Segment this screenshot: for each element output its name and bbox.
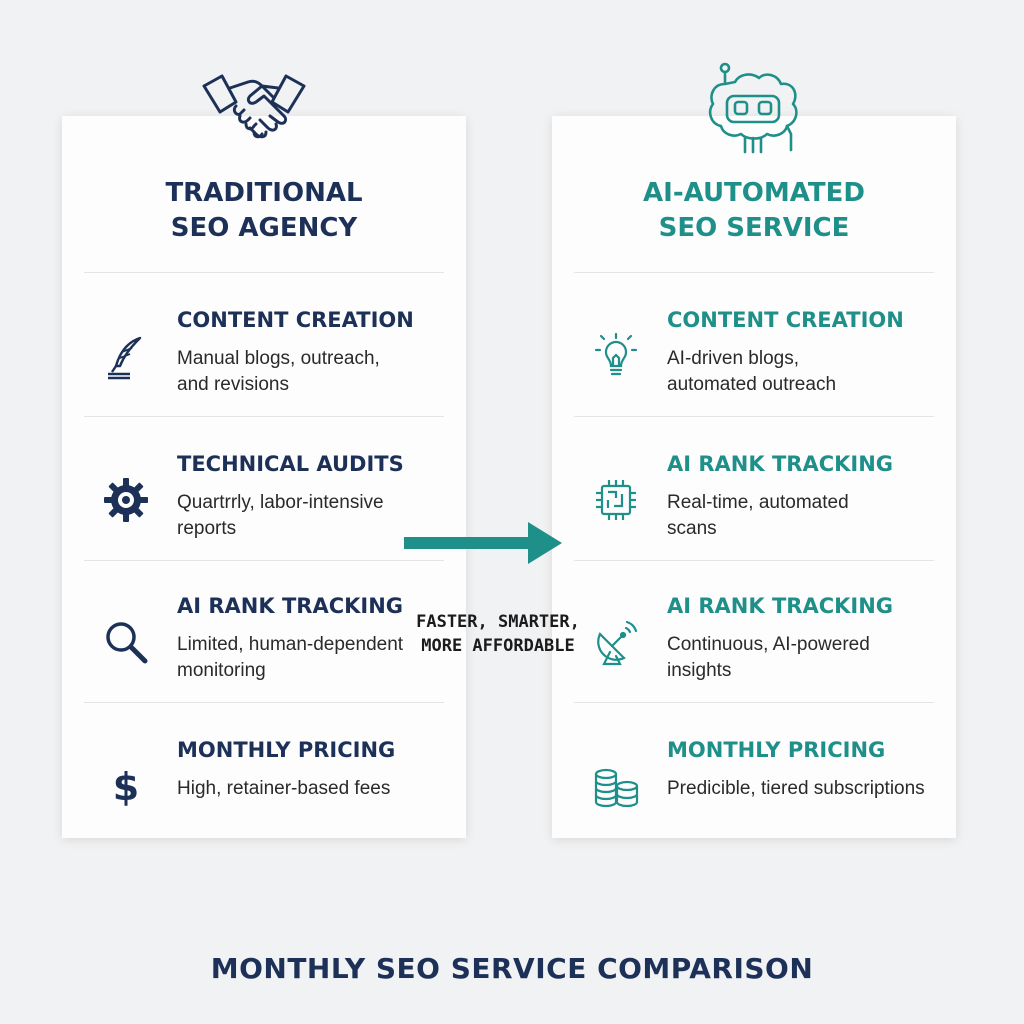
row-description: Manual blogs, outreach, and revisions [177,346,477,398]
magnifier-icon [106,622,148,664]
row-title: MONTHLY PRICING [667,738,886,762]
divider [84,560,444,561]
row-title: AI RANK TRACKING [667,452,894,476]
coin-stack-icon [594,768,639,808]
footer-title: MONTHLY SEO SERVICE COMPARISON [210,952,814,985]
desc-line: insights [667,660,732,681]
ai-automated-title: AI-AUTOMATED SEO SERVICE [552,176,956,246]
row-title: TECHNICAL AUDITS [177,452,404,476]
arrow-label-line: MORE AFFORDABLE [421,636,575,656]
row-title: AI RANK TRACKING [177,594,404,618]
row-content-creation: CONTENT CREATION Manual blogs, outreach,… [84,292,444,434]
row-technical-audits: TECHNICAL AUDITS Quartrrly, labor-intens… [84,436,444,578]
quill-pen-icon [108,336,142,380]
divider [84,416,444,417]
arrow-label-line: FASTER, SMARTER, [416,612,580,632]
divider [574,416,934,417]
row-description: Predicible, tiered subscriptions [667,776,987,802]
row-title: MONTHLY PRICING [177,738,396,762]
row-title: CONTENT CREATION [667,308,904,332]
divider [574,560,934,561]
gear-icon [104,478,148,522]
chip-icon [596,480,636,520]
desc-line: Quartrrly, labor-intensive [177,492,384,513]
desc-line: reports [177,518,237,539]
row-content-creation: CONTENT CREATION AI-driven blogs, automa… [574,292,934,434]
row-ai-rank-tracking: AI RANK TRACKING Real-time, automated sc… [574,436,934,578]
divider [84,272,444,273]
desc-line: High, retainer-based fees [177,778,391,799]
lightbulb-icon [594,332,638,376]
divider [574,702,934,703]
title-line: TRADITIONAL [165,178,363,208]
divider [574,272,934,273]
row-monthly-pricing: $ MONTHLY PRICING High, retainer-based f… [84,722,444,864]
traditional-agency-card: TRADITIONAL SEO AGENCY CONTENT CREATION … [62,116,466,838]
row-description: Continuous, AI-powered insights [667,632,967,684]
desc-line: and revisions [177,374,289,395]
traditional-agency-title: TRADITIONAL SEO AGENCY [62,176,466,246]
row-ai-rank-tracking: AI RANK TRACKING Limited, human-dependen… [84,578,444,720]
row-monthly-pricing: MONTHLY PRICING Predicible, tiered subsc… [574,722,934,864]
row-description: Quartrrly, labor-intensive reports [177,490,477,542]
desc-line: AI-driven blogs, [667,348,800,369]
right-arrow [404,522,562,564]
desc-line: Limited, human-dependent [177,634,404,655]
title-line: AI-AUTOMATED [643,178,865,208]
desc-line: automated outreach [667,374,837,395]
arrow-label: FASTER, SMARTER, MORE AFFORDABLE [408,610,588,658]
desc-line: Real-time, automated [667,492,849,513]
desc-line: monitoring [177,660,266,681]
desc-line: Continuous, AI-powered [667,634,870,655]
dollar-icon: $ [113,765,139,809]
divider [84,702,444,703]
row-title: CONTENT CREATION [177,308,414,332]
ai-automated-card: AI-AUTOMATED SEO SERVICE CONTENT CREATIO… [552,116,956,838]
row-description: AI-driven blogs, automated outreach [667,346,967,398]
satellite-dish-icon [597,620,638,666]
title-line: SEO AGENCY [170,213,358,243]
desc-line: Predicible, tiered subscriptions [667,778,925,799]
handshake-icon [202,74,306,139]
desc-line: scans [667,518,717,539]
robot-brain-icon [708,62,798,154]
desc-line: Manual blogs, outreach, [177,348,380,369]
row-title: AI RANK TRACKING [667,594,894,618]
row-ai-rank-tracking-2: AI RANK TRACKING Continuous, AI-powered … [574,578,934,720]
svg-text:$: $ [113,765,139,809]
title-line: SEO SERVICE [658,213,850,243]
row-description: High, retainer-based fees [177,776,477,802]
row-description: Real-time, automated scans [667,490,967,542]
row-description: Limited, human-dependent monitoring [177,632,477,684]
